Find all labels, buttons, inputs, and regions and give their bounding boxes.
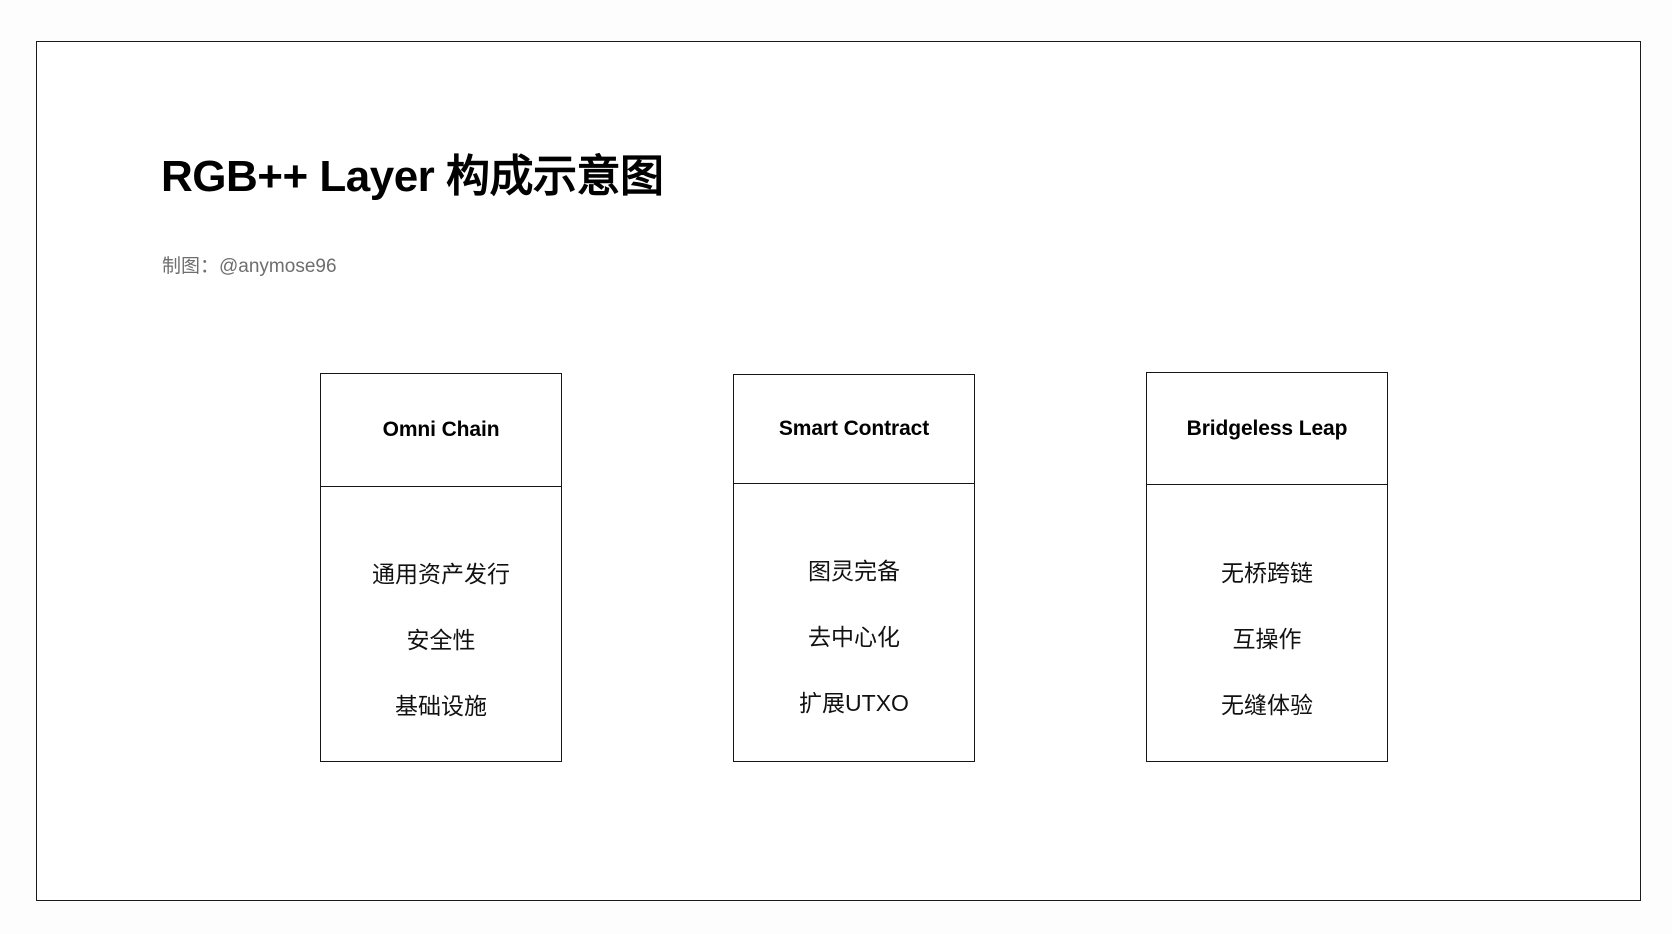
card-bridgeless-leap[interactable]: Bridgeless Leap 无桥跨链 互操作 无缝体验 (1146, 372, 1388, 762)
card-item: 无缝体验 (1221, 692, 1313, 718)
card-body: 图灵完备 去中心化 扩展UTXO (734, 484, 974, 763)
card-header: Bridgeless Leap (1147, 373, 1387, 485)
byline-credit: 制图：@anymose96 (162, 256, 337, 277)
card-title: Omni Chain (382, 418, 500, 441)
card-smart-contract[interactable]: Smart Contract 图灵完备 去中心化 扩展UTXO (733, 374, 975, 762)
card-header: Omni Chain (321, 374, 561, 487)
card-item: 无桥跨链 (1221, 560, 1313, 586)
card-title: Smart Contract (778, 417, 930, 440)
card-title: Bridgeless Leap (1186, 416, 1348, 440)
diagram-frame: RGB++ Layer 构成示意图 制图：@anymose96 Omni Cha… (36, 41, 1641, 901)
card-item: 安全性 (406, 627, 476, 653)
card-item: 图灵完备 (808, 557, 900, 584)
card-body: 无桥跨链 互操作 无缝体验 (1147, 485, 1387, 763)
card-omni-chain[interactable]: Omni Chain 通用资产发行 安全性 基础设施 (320, 373, 562, 762)
page-title: RGB++ Layer 构成示意图 (161, 152, 664, 201)
card-item: 扩展UTXO (799, 689, 909, 716)
card-item: 基础设施 (395, 693, 487, 719)
card-item: 去中心化 (808, 623, 900, 650)
card-item: 互操作 (1232, 626, 1302, 652)
card-body: 通用资产发行 安全性 基础设施 (321, 487, 561, 761)
card-item: 通用资产发行 (372, 561, 510, 587)
card-header: Smart Contract (734, 375, 974, 484)
